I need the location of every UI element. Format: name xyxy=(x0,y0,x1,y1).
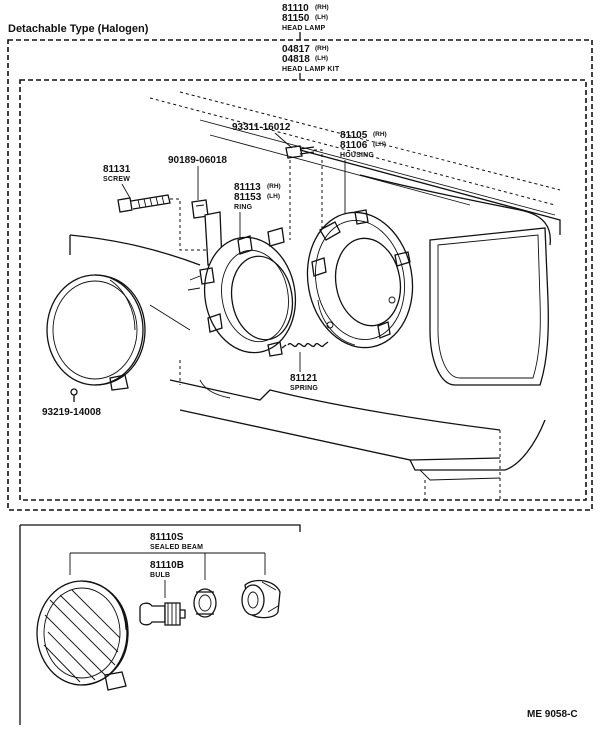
svg-text:81106: 81106 xyxy=(340,140,368,151)
headlamp-label: 81110 (RH) 81150 (LH) HEAD LAMP xyxy=(282,3,329,32)
svg-text:(LH): (LH) xyxy=(267,193,280,200)
svg-text:04817: 04817 xyxy=(282,44,310,55)
svg-text:SEALED BEAM: SEALED BEAM xyxy=(150,544,203,551)
vehicle-body xyxy=(69,91,561,500)
ring-label: 81113 (RH) 81153 (LH) RING xyxy=(234,182,281,211)
svg-text:(LH): (LH) xyxy=(315,55,328,62)
sealed-beam-bracket xyxy=(20,524,301,532)
svg-text:HEAD LAMP: HEAD LAMP xyxy=(282,25,326,32)
clip-90189-label: 90189-06018 xyxy=(168,155,227,166)
ring-icon xyxy=(187,211,297,357)
screw-93311-guide xyxy=(314,149,323,230)
screw-93311-leader xyxy=(274,132,293,149)
svg-text:81150: 81150 xyxy=(282,13,310,24)
svg-text:93219-14008: 93219-14008 xyxy=(42,407,101,418)
spring-icon xyxy=(281,341,329,349)
svg-text:81121: 81121 xyxy=(290,373,318,384)
svg-text:81131: 81131 xyxy=(103,164,131,175)
svg-text:(RH): (RH) xyxy=(373,131,387,138)
bulb-label: 81110B BULB xyxy=(150,560,184,579)
kit-label: 04817 (RH) 04818 (LH) HEAD LAMP KIT xyxy=(282,44,340,73)
socket-cover-icon xyxy=(241,579,281,619)
sealed-beam-label: 81110S SEALED BEAM xyxy=(150,532,203,551)
svg-text:(LH): (LH) xyxy=(315,14,328,21)
screw-81131-label: 81131 SCREW xyxy=(103,164,131,183)
diagram-title: Detachable Type (Halogen) xyxy=(8,23,149,35)
screw-93311-label: 93311-16012 xyxy=(232,122,291,133)
housing-icon xyxy=(306,209,414,349)
screw-81131-leader xyxy=(121,183,131,199)
sealed-beam-leader-drops xyxy=(69,553,266,580)
svg-text:(LH): (LH) xyxy=(373,141,386,148)
svg-text:(RH): (RH) xyxy=(267,183,281,190)
screw-93219-icon xyxy=(70,388,78,402)
svg-text:(RH): (RH) xyxy=(315,45,329,52)
screw-81131-icon xyxy=(117,194,171,213)
housing-label: 81105 (RH) 81106 (LH) HOUSING xyxy=(340,130,387,159)
svg-text:93311-16012: 93311-16012 xyxy=(232,122,291,133)
diagram-code: ME 9058-C xyxy=(527,709,578,720)
bulb-icon xyxy=(139,602,186,626)
svg-text:SPRING: SPRING xyxy=(290,385,318,392)
svg-text:SCREW: SCREW xyxy=(103,176,130,183)
headlamp-kit-frame xyxy=(19,79,587,501)
spring-label: 81121 SPRING xyxy=(290,373,318,392)
svg-text:81113: 81113 xyxy=(234,182,261,193)
svg-text:81110B: 81110B xyxy=(150,560,184,571)
svg-text:81110S: 81110S xyxy=(150,532,184,543)
svg-text:RING: RING xyxy=(234,204,253,211)
svg-text:90189-06018: 90189-06018 xyxy=(168,155,227,166)
svg-text:81153: 81153 xyxy=(234,192,262,203)
screw-93311-icon xyxy=(285,145,315,159)
svg-text:BULB: BULB xyxy=(150,572,170,579)
bulb-retainer-icon xyxy=(193,588,217,618)
svg-text:HOUSING: HOUSING xyxy=(340,152,374,159)
svg-text:HEAD LAMP KIT: HEAD LAMP KIT xyxy=(282,66,340,73)
svg-text:04818: 04818 xyxy=(282,54,310,65)
svg-text:81105: 81105 xyxy=(340,130,368,141)
sealed-beam-lens-icon xyxy=(36,580,129,691)
headlamp-assembly-frame xyxy=(7,39,593,511)
svg-text:81110: 81110 xyxy=(282,3,309,14)
headlamp-unit-icon xyxy=(46,274,146,391)
svg-text:(RH): (RH) xyxy=(315,4,329,11)
screw-93219-label: 93219-14008 xyxy=(42,407,101,418)
